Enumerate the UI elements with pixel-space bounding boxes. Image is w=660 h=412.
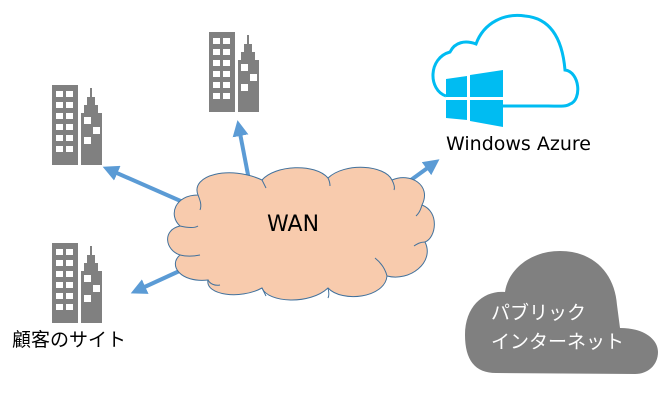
customer-site-top-left bbox=[52, 85, 102, 165]
building-icon bbox=[52, 243, 102, 323]
azure-label: Windows Azure bbox=[446, 133, 591, 155]
customer-site-bottom-left: 顧客のサイト bbox=[12, 243, 126, 351]
azure-cloud-outline-icon bbox=[431, 13, 580, 108]
arrow-to-site-top-center bbox=[232, 120, 251, 181]
public-internet-cloud: パブリック インターネット bbox=[465, 251, 658, 374]
wan-label: WAN bbox=[267, 212, 319, 237]
arrow-to-site-top-left bbox=[102, 165, 193, 208]
wan-cloud: WAN bbox=[167, 166, 435, 301]
building-icon bbox=[52, 85, 102, 165]
public-internet-label-line1: パブリック bbox=[491, 301, 586, 324]
public-internet-label-line2: インターネット bbox=[491, 331, 624, 353]
customer-site-label: 顧客のサイト bbox=[12, 329, 126, 351]
customer-site-top-center bbox=[209, 32, 259, 112]
windows-logo-icon bbox=[446, 70, 503, 127]
building-icon bbox=[209, 32, 259, 112]
windows-azure: Windows Azure bbox=[431, 13, 591, 155]
